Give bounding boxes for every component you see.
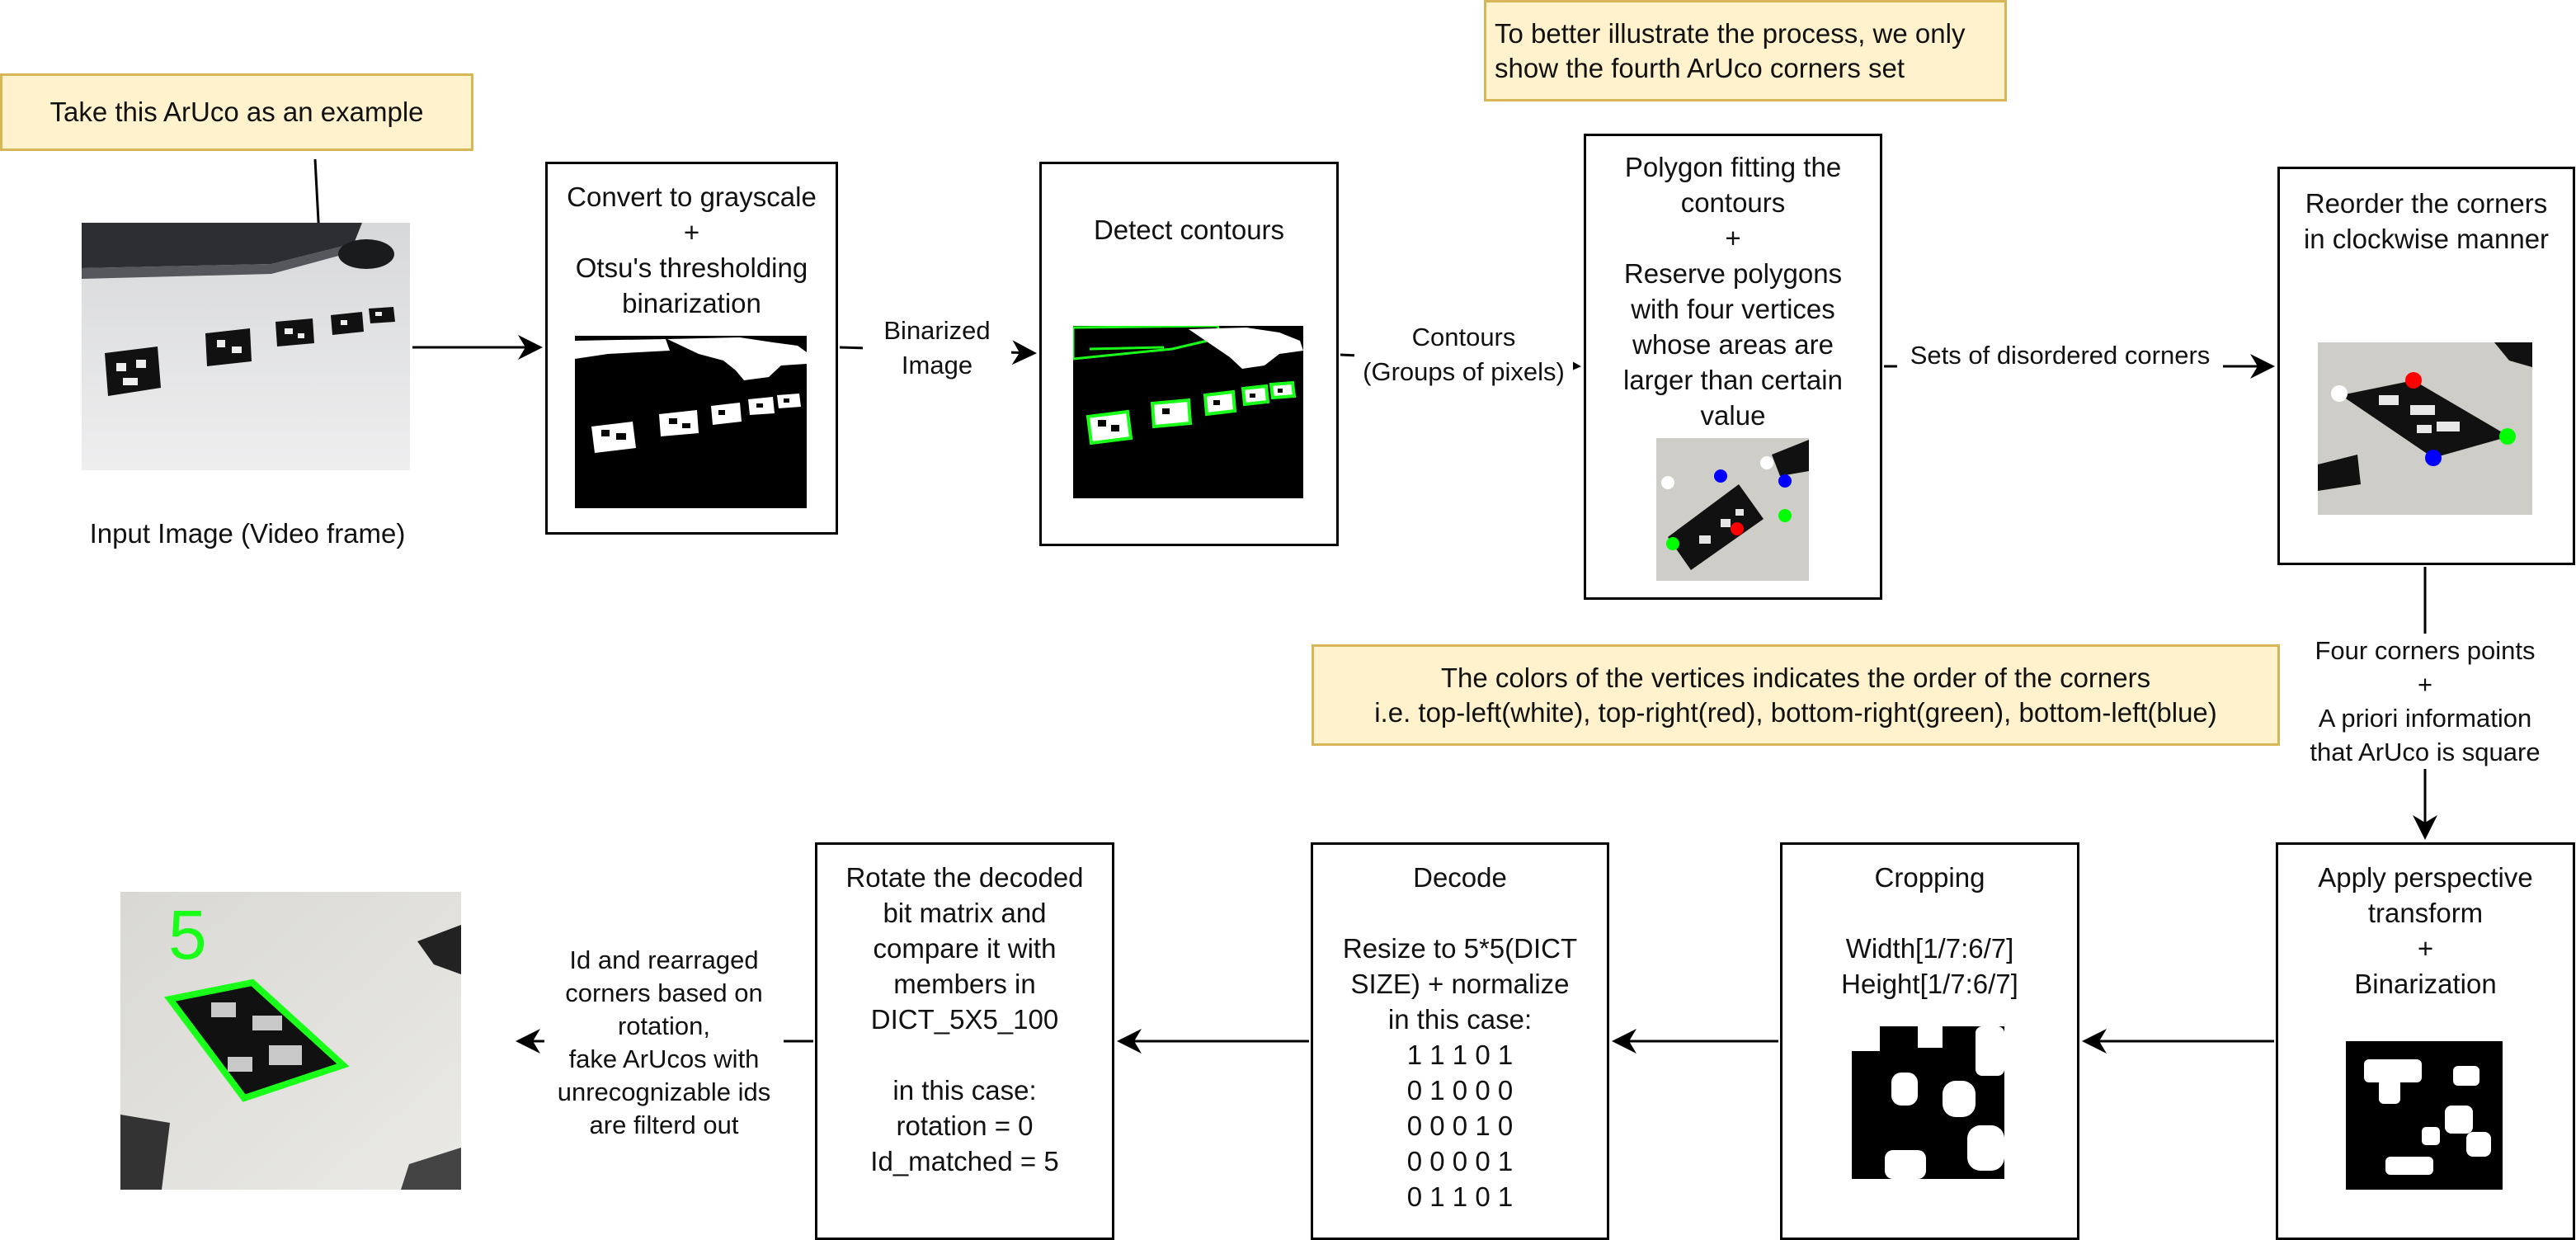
bit-row: 0 0 0 0 1 [1406, 1146, 1514, 1176]
decode-step-box: Decode Resize to 5*5(DICT SIZE) + normal… [1311, 842, 1609, 1240]
edge-label-line: Image [901, 351, 973, 380]
bit-row: 0 1 0 0 0 [1406, 1075, 1514, 1106]
cropping-step-box: Cropping Width[1/7:6/7] Height[1/7:6/7] [1780, 842, 2079, 1240]
cropping-image [1852, 1026, 2004, 1179]
reorder-step-text: in clockwise manner [2303, 224, 2550, 254]
cropping-step-text: Width[1/7:6/7] [1845, 933, 2014, 964]
cropping-step-text [1782, 895, 2077, 931]
result-image: 5 [120, 892, 461, 1190]
contours-step-text: Detect contours [1093, 215, 1285, 245]
bit-row: 0 1 1 0 1 [1406, 1181, 1514, 1212]
decode-step-text: Resize to 5*5(DICT [1342, 933, 1578, 964]
polygon-step-text: with four vertices [1631, 294, 1835, 324]
grayscale-step-text: Convert to grayscale [567, 182, 817, 212]
edge-label-line: A priori information [2318, 704, 2532, 733]
rotate-step-text: Rotate the decoded [845, 862, 1084, 893]
example-note-text: Take this ArUco as an example [49, 97, 424, 127]
rotate-step-text: members in [893, 969, 1036, 999]
cropping-step-text: Cropping [1874, 862, 1985, 893]
edge-label-line: + [2417, 670, 2433, 699]
colors-note-line: The colors of the vertices indicates the… [1440, 662, 2151, 693]
colors-note: The colors of the vertices indicates the… [1312, 644, 2280, 746]
reorder-step-box: Reorder the corners in clockwise manner [2277, 167, 2575, 565]
reorder-step-text: Reorder the corners [2305, 188, 2548, 219]
bit-row: 1 1 1 0 1 [1406, 1040, 1514, 1070]
perspective-step-box: Apply perspective transform + Binarizati… [2276, 842, 2575, 1240]
polygon-step-text: whose areas are [1632, 329, 1834, 360]
contours-edge-label: Contours (Groups of pixels) [1354, 320, 1573, 389]
edge-label-line: that ArUco is square [2310, 738, 2541, 766]
polygon-step-text: + [1725, 223, 1741, 253]
rotate-step-text [817, 1037, 1112, 1073]
illustrate-note: To better illustrate the process, we onl… [1484, 0, 2007, 101]
decode-step-text: in this case: [1387, 1004, 1533, 1035]
cropping-step-text: Height[1/7:6/7] [1841, 969, 2018, 999]
grayscale-step-text: Otsu's thresholding [575, 252, 808, 283]
decode-step-text: SIZE) + normalize [1350, 969, 1570, 999]
rotate-step-text: bit matrix and [883, 898, 1047, 928]
polygon-step-text: larger than certain [1623, 365, 1843, 395]
illustrate-note-line: To better illustrate the process, we onl… [1495, 17, 1966, 49]
input-image [82, 223, 410, 470]
polygon-step-text: value [1700, 400, 1766, 431]
perspective-step-text: + [2417, 933, 2434, 964]
disordered-edge-label: Sets of disordered corners [1897, 338, 2223, 373]
edge-label-line: rotation, [617, 1011, 710, 1040]
grayscale-step-box: Convert to grayscale + Otsu's thresholdi… [545, 162, 838, 535]
perspective-step-text: Apply perspective [2318, 862, 2533, 893]
rotate-step-text: in this case: [892, 1075, 1037, 1106]
rotate-step-text: Id_matched = 5 [870, 1146, 1059, 1176]
binarized-image [575, 336, 807, 508]
edge-label-line: (Groups of pixels) [1363, 357, 1565, 386]
edge-label-line: Four corners points [2315, 636, 2536, 665]
contours-step-box: Detect contours [1039, 162, 1339, 546]
rotate-step-box: Rotate the decoded bit matrix and compar… [815, 842, 1114, 1240]
edge-label-line: unrecognizable ids [557, 1077, 771, 1106]
edge-label-line: Binarized [883, 316, 991, 345]
binarized-edge-label: Binarized Image [863, 314, 1011, 383]
rotate-step-text: compare it with [873, 933, 1057, 964]
id-output-edge-label: Id and rearraged corners based on rotati… [544, 944, 784, 1142]
grayscale-step-text: + [683, 217, 700, 248]
four-corners-edge-label: Four corners points + A priori informati… [2293, 634, 2557, 769]
decode-step-text: Decode [1413, 862, 1507, 893]
perspective-step-text: Binarization [2354, 969, 2497, 999]
edge-label-line: are filterd out [589, 1110, 739, 1139]
bit-row: 0 0 0 1 0 [1406, 1110, 1514, 1141]
rotate-step-text: DICT_5X5_100 [870, 1004, 1059, 1035]
polygon-step-text: Polygon fitting the [1624, 152, 1842, 182]
edge-label-line: fake ArUcos with [568, 1044, 760, 1073]
colors-note-line: i.e. top-left(white), top-right(red), bo… [1374, 696, 2217, 728]
illustrate-note-line: show the fourth ArUco corners set [1495, 52, 1905, 83]
reorder-image [2318, 342, 2532, 515]
decode-step-text [1313, 895, 1607, 931]
polygon-step-box: Polygon fitting the contours + Reserve p… [1584, 134, 1882, 600]
grayscale-step-text: binarization [622, 288, 761, 318]
edge-label-line: Sets of disordered corners [1910, 341, 2211, 370]
perspective-image [2346, 1041, 2503, 1190]
polygon-step-text: contours [1680, 187, 1786, 218]
edge-label-line: Id and rearraged [569, 945, 759, 974]
rotate-step-text: rotation = 0 [896, 1110, 1034, 1141]
contours-image [1071, 324, 1303, 498]
perspective-step-text: transform [2367, 898, 2484, 928]
input-caption: Input Image (Video frame) [89, 518, 406, 549]
polygon-image [1656, 438, 1809, 581]
polygon-step-text: Reserve polygons [1623, 258, 1843, 289]
edge-label-line: Contours [1411, 323, 1516, 351]
result-id-label: 5 [168, 896, 207, 974]
example-note: Take this ArUco as an example [0, 73, 473, 151]
edge-label-line: corners based on [565, 978, 763, 1007]
